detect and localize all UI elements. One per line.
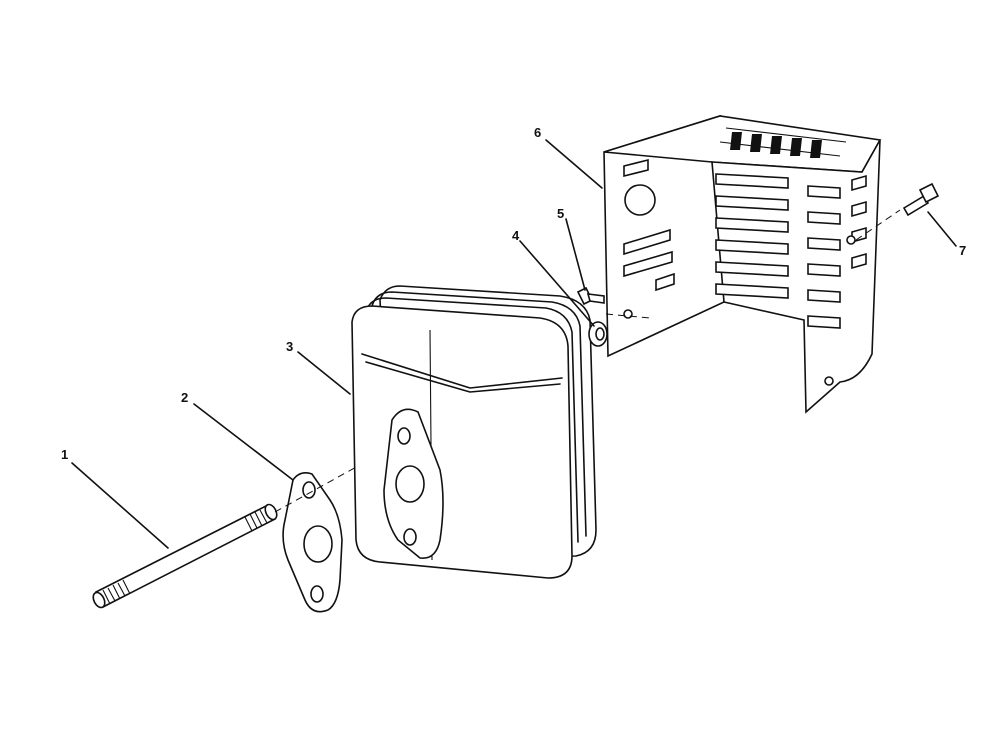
gasket-part [193, 403, 343, 613]
callout-2: 2 [181, 390, 189, 405]
guard-part [545, 114, 882, 414]
bolt5-part [565, 218, 605, 306]
callout-6: 6 [534, 125, 542, 140]
bolt7-part [902, 182, 957, 247]
callout-7: 7 [959, 243, 967, 258]
alignment-line-guard [605, 313, 651, 319]
muffler-part [297, 285, 597, 579]
callout-3: 3 [286, 339, 294, 354]
callout-1: 1 [61, 447, 69, 462]
stud-part [71, 462, 278, 609]
callout-5: 5 [557, 206, 565, 221]
callout-4: 4 [512, 228, 520, 243]
alignment-line-bolt7 [855, 209, 901, 241]
